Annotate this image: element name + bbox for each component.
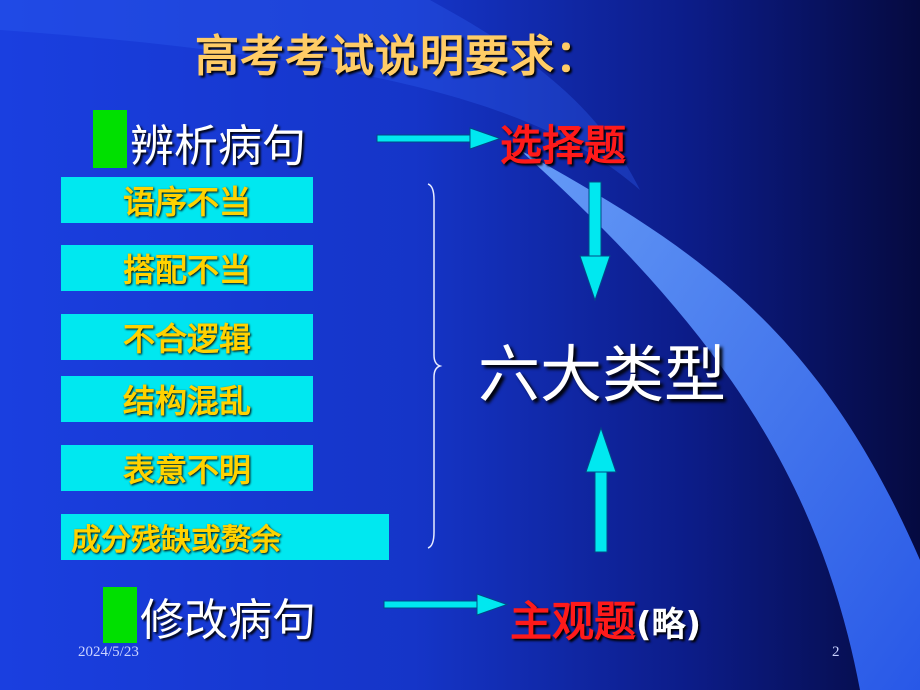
type-box-1: 语序不当 bbox=[61, 177, 313, 223]
top-right-label: 选择题 bbox=[500, 121, 627, 170]
bottom-right-main: 主观题 bbox=[510, 597, 637, 646]
page-number: 2 bbox=[832, 644, 840, 660]
arrow-up bbox=[585, 426, 617, 553]
type-box-2: 搭配不当 bbox=[61, 245, 313, 291]
bottom-right-suffix: (略) bbox=[636, 605, 702, 645]
arrow-top-right bbox=[376, 127, 502, 150]
arrow-down bbox=[579, 181, 611, 302]
type-box-3: 不合逻辑 bbox=[61, 314, 313, 360]
bottom-right-label: 主观题(略) bbox=[510, 588, 701, 649]
type-box-6: 成分残缺或赘余 bbox=[61, 514, 389, 560]
bottom-left-label: 修改病句 bbox=[140, 595, 316, 646]
green-bullet-bottom bbox=[103, 587, 137, 643]
footer-date: 2024/5/23 bbox=[78, 644, 139, 660]
arrow-bottom-right bbox=[383, 593, 509, 616]
type-box-4: 结构混乱 bbox=[61, 376, 313, 422]
center-label: 六大类型 bbox=[478, 338, 727, 411]
top-left-label: 辨析病句 bbox=[130, 121, 306, 172]
green-bullet-top bbox=[93, 110, 127, 168]
slide-title: 高考考试说明要求： bbox=[195, 31, 600, 82]
type-box-5: 表意不明 bbox=[61, 445, 313, 491]
brace-bracket bbox=[427, 183, 443, 549]
